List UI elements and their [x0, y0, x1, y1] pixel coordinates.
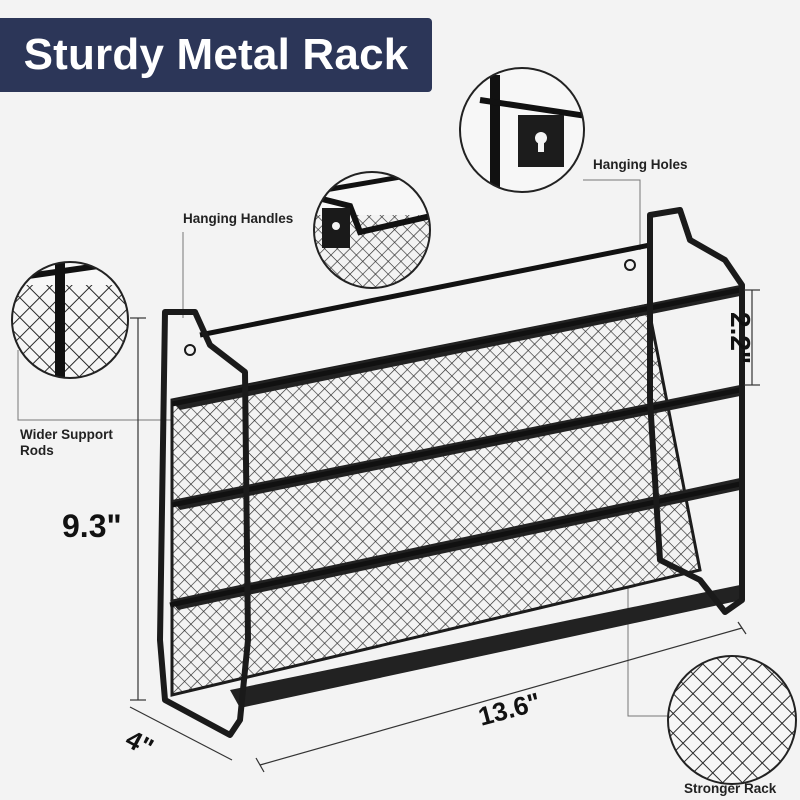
stronger-rack-label: Stronger Rack — [684, 781, 777, 796]
detail-hanging-holes — [459, 67, 585, 193]
detail-hanging-handles — [313, 171, 431, 289]
title-banner: Sturdy Metal Rack — [0, 18, 432, 92]
hanging-handles-label: Hanging Handles — [183, 211, 294, 226]
wider-support-line1: Wider Support — [20, 427, 113, 442]
rack-body — [157, 207, 745, 738]
page-title: Sturdy Metal Rack — [23, 30, 409, 79]
wider-support-line2: Rods — [20, 443, 54, 458]
height-dimension: 9.3" — [62, 508, 122, 544]
hanging-holes-label: Hanging Holes — [593, 157, 688, 172]
shelf-gap-dimension: 2.2" — [725, 312, 756, 365]
detail-stronger-rack — [667, 655, 797, 785]
wider-support-label: Wider Support Rods — [20, 427, 113, 459]
detail-support-rods — [11, 261, 129, 379]
dimension-lines — [129, 289, 760, 773]
